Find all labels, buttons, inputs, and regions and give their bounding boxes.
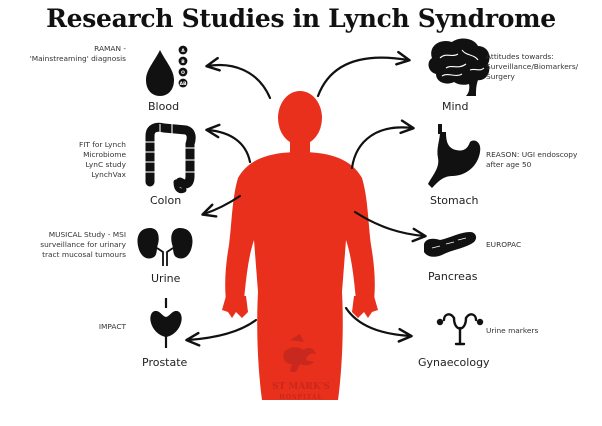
blood-type-b: B: [181, 59, 185, 65]
page-title: Research Studies in Lynch Syndrome: [46, 4, 556, 33]
organ-label-pancreas: Pancreas: [428, 270, 478, 283]
blood-studies-text: RAMAN - 'Mainstreaming' diagnosis: [29, 44, 126, 63]
arrow-to-blood: [205, 56, 272, 100]
organ-label-prostate: Prostate: [142, 356, 188, 369]
arrow-to-prostate: [185, 318, 258, 347]
arrow-to-stomach: [350, 119, 415, 170]
gynaecology-studies-text: Urine markers: [486, 326, 539, 335]
arrow-to-urine: [201, 194, 242, 218]
organ-label-urine: Urine: [151, 272, 181, 285]
colon-studies-text: FIT for Lynch Microbiome LynC study Lync…: [78, 140, 126, 179]
blood-drop-icon: [146, 45, 188, 96]
brain-icon: [428, 38, 490, 96]
organ-label-gynaecology: Gynaecology: [418, 356, 490, 369]
arrow-to-mind: [316, 50, 411, 98]
colon-icon: [145, 122, 196, 194]
human-body-figure: [222, 91, 378, 400]
organ-label-colon: Colon: [150, 194, 182, 207]
organ-label-mind: Mind: [442, 100, 469, 113]
st-marks-logo-sub: HOSPITAL: [279, 394, 323, 401]
organ-label-stomach: Stomach: [430, 194, 479, 207]
urine-studies-text: MUSICAL Study - MSI surveillance for uri…: [40, 230, 126, 259]
arrow-to-pancreas: [353, 210, 427, 243]
blood-type-a: A: [181, 48, 185, 54]
uterus-icon: [442, 313, 478, 346]
st-marks-lion-emblem: [283, 334, 316, 372]
arrow-to-gynaecology: [344, 306, 413, 343]
stomach-icon: [428, 132, 481, 188]
prostate-studies-text: IMPACT: [98, 322, 126, 331]
st-marks-logo-name: ST MARK'S: [272, 382, 330, 392]
arrow-to-colon: [205, 123, 252, 164]
blood-type-ab: AB: [179, 81, 187, 87]
organ-label-blood: Blood: [148, 100, 180, 113]
prostate-icon: [150, 298, 182, 348]
pancreas-icon: [424, 232, 477, 257]
stomach-studies-text: REASON: UGI endoscopy after age 50: [486, 150, 578, 169]
pancreas-studies-text: EUROPAC: [486, 240, 522, 249]
kidneys-icon: [137, 228, 193, 259]
blood-type-o: O: [181, 70, 185, 76]
mind-studies-text: Attitudes towards: Surveillance/Biomarke…: [486, 52, 579, 81]
